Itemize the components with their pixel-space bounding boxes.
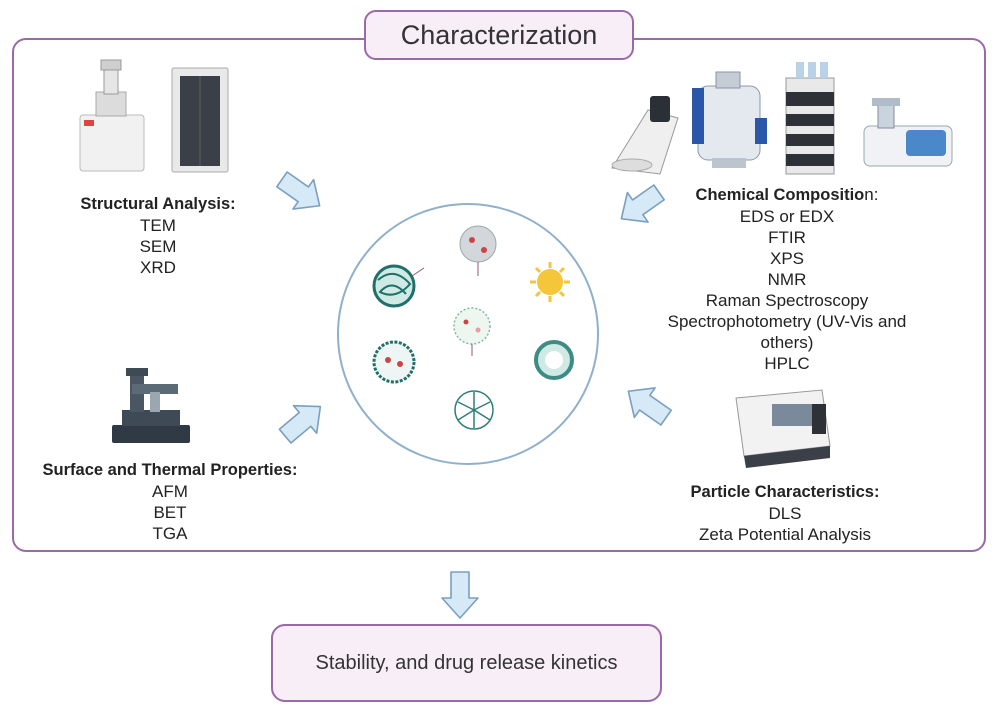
chemical-item: EDS or EDX [739, 207, 835, 226]
chemical-item: Raman Spectroscopy [705, 291, 869, 310]
particle-item: Zeta Potential Analysis [699, 525, 871, 544]
arrow-structural-icon [270, 163, 331, 222]
arrow-surface-icon [272, 391, 333, 451]
structural-analysis-block: Structural Analysis: TEM SEM XRD [58, 194, 258, 278]
chemical-heading-rest: n: [864, 185, 879, 204]
particle-characteristics-block: Particle Characteristics: DLS Zeta Poten… [660, 482, 910, 545]
micelle-nanoparticle-icon [530, 262, 570, 302]
particle-heading: Particle Characteristics: [690, 483, 880, 501]
sem-instrument-icon [171, 67, 229, 173]
output-label: Stability, and drug release kinetics [315, 651, 618, 674]
inorganic-nanoparticle-icon [459, 225, 497, 276]
structural-item: XRD [140, 258, 176, 277]
title-label: Characterization [400, 19, 598, 50]
afm-instrument-icon [112, 368, 190, 443]
surface-item: AFM [152, 482, 188, 501]
chemical-heading-bold: Chemical Compositio [695, 186, 865, 204]
nmr-instrument-icon [692, 71, 767, 168]
output-box: Stability, and drug release kinetics [271, 624, 662, 702]
chemical-item: NMR [767, 270, 807, 289]
surface-heading: Surface and Thermal Properties: [42, 461, 298, 479]
hplc-instrument-icon [785, 62, 835, 175]
chemical-item: HPLC [764, 354, 810, 373]
chemical-item: FTIR [768, 228, 806, 247]
structural-item: SEM [139, 237, 177, 256]
lipid-nanoparticle-icon [453, 307, 491, 356]
surface-thermal-block: Surface and Thermal Properties: AFM BET … [20, 460, 320, 544]
structural-heading: Structural Analysis: [80, 195, 236, 213]
nanocapsule-icon [534, 340, 574, 380]
surface-item: BET [153, 503, 187, 522]
chemical-item: XPS [769, 249, 805, 268]
structural-item: TEM [140, 216, 176, 235]
chemical-item: others) [760, 333, 814, 352]
xps-instrument-icon [611, 96, 679, 175]
arrow-output-icon [441, 571, 479, 619]
ftir-instrument-icon [863, 98, 953, 167]
polymeric-nanoparticle-icon [372, 264, 425, 308]
arrow-particle-icon [617, 375, 678, 434]
title-box: Characterization [364, 10, 634, 60]
nanoparticle-panel [337, 203, 599, 465]
liposome-icon [372, 340, 416, 384]
tem-instrument-icon [79, 59, 145, 172]
chemical-item: Spectrophotometry (UV-Vis and [667, 312, 907, 331]
particle-item: DLS [768, 504, 802, 523]
dendrimer-icon [454, 390, 494, 430]
chemical-composition-block: Chemical Composition: EDS or EDX FTIR XP… [632, 184, 942, 374]
surface-item: TGA [152, 524, 188, 543]
spectrophotometer-instrument-icon [735, 389, 831, 468]
